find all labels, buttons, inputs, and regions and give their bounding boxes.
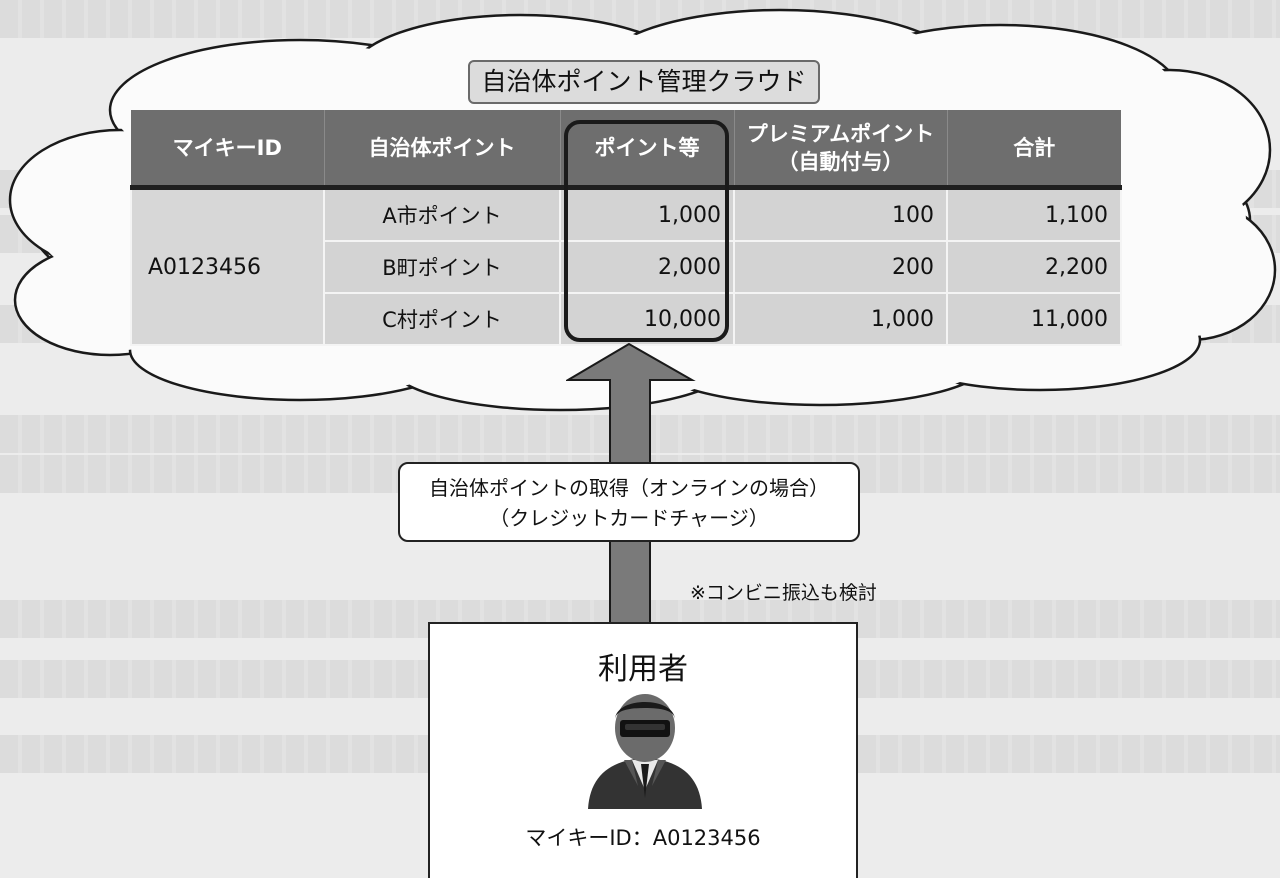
total-cell: 2,200 — [946, 240, 1122, 294]
points-cell: 2,000 — [559, 240, 735, 294]
acquisition-line1: 自治体ポイントの取得（オンラインの場合） — [429, 476, 829, 500]
header-premium-line2: （自動付与） — [777, 149, 904, 174]
total-cell: 1,100 — [946, 186, 1122, 242]
header-premium-points: プレミアムポイント （自動付与） — [733, 110, 947, 188]
header-mykey-id: マイキーID — [131, 110, 324, 188]
header-total: 合計 — [946, 110, 1121, 188]
user-avatar-icon — [588, 694, 702, 809]
user-box: 利用者 マイキーID：A0123456 — [428, 622, 858, 878]
table-row: A0123456 A市ポイント 1,000 100 1,100 — [130, 186, 1122, 346]
table-row: C村ポイント 10,000 1,000 11,000 — [131, 292, 1122, 346]
user-title: 利用者 — [598, 652, 688, 687]
convenience-store-note: ※コンビニ振込も検討 — [690, 582, 877, 604]
points-cell: 1,000 — [559, 186, 735, 242]
acquisition-line2: （クレジットカードチャージ） — [489, 506, 769, 530]
header-premium-line1: プレミアムポイント — [746, 121, 935, 146]
cloud-title: 自治体ポイント管理クラウド — [468, 60, 820, 104]
total-cell: 11,000 — [946, 292, 1122, 346]
table-row: B町ポイント 2,000 200 2,200 — [131, 240, 1122, 294]
points-column-highlight — [564, 120, 729, 342]
points-table: マイキーID 自治体ポイント ポイント等 プレミアムポイント （自動付与） 合計… — [130, 110, 1122, 346]
mykey-id-cell: A0123456 — [130, 186, 325, 346]
premium-cell: 1,000 — [733, 292, 948, 346]
premium-cell: 100 — [733, 186, 948, 242]
point-name-cell: A市ポイント — [323, 186, 561, 242]
header-municipal-points: 自治体ポイント — [323, 110, 560, 188]
points-cell: 10,000 — [559, 292, 735, 346]
point-name-cell: B町ポイント — [323, 240, 561, 294]
user-mykey-id: マイキーID：A0123456 — [525, 826, 761, 850]
point-name-cell: C村ポイント — [323, 292, 561, 346]
premium-cell: 200 — [733, 240, 948, 294]
acquisition-box: 自治体ポイントの取得（オンラインの場合） （クレジットカードチャージ） — [398, 462, 860, 542]
